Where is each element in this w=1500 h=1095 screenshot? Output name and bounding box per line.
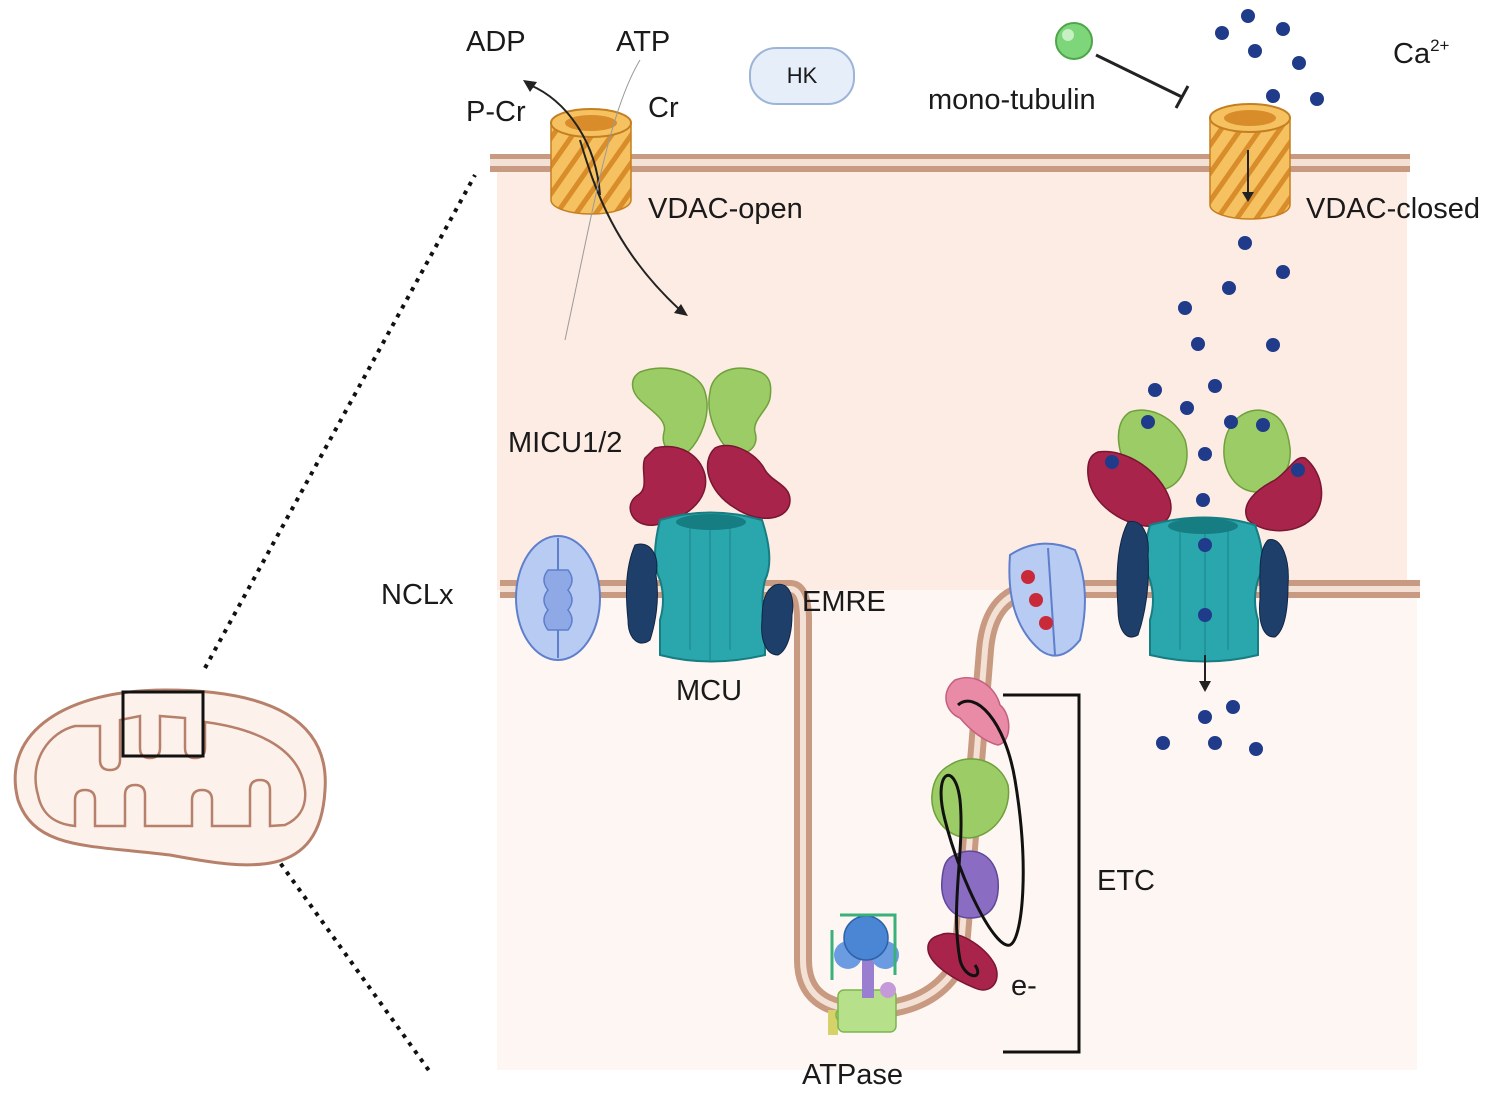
etc-complex-iv: [941, 850, 999, 919]
cr-label: Cr: [648, 92, 679, 124]
nclx-exchanger-left: [515, 535, 601, 661]
vdac-open-flux-arrows: [523, 59, 688, 341]
calcium-ions: [1105, 9, 1324, 756]
etc-label: ETC: [1097, 865, 1155, 897]
atp-label: ATP: [616, 26, 671, 58]
nclx-label: NCLx: [381, 579, 454, 611]
mono-tubulin-label: mono-tubulin: [928, 84, 1096, 116]
etc-bracket: [1003, 693, 1081, 1054]
emre-subunits: [625, 543, 794, 656]
atp-synthase: [828, 913, 899, 1035]
mcu-complex-right: [1087, 409, 1323, 692]
zoom-line-top: [203, 174, 477, 669]
micu-label: MICU1/2: [508, 427, 623, 459]
cytochrome-c: [927, 932, 998, 991]
mcu-pore-right: [1144, 516, 1264, 663]
atpase-label: ATPase: [802, 1059, 904, 1091]
zoom-line-bottom: [203, 756, 432, 1074]
emre-label: EMRE: [802, 586, 886, 618]
nclx-exchanger-right: [1008, 542, 1086, 657]
mitochondrion: [13, 688, 327, 867]
micu-red-subunits: [629, 444, 791, 526]
etc-complex-i: [945, 676, 1010, 746]
calcium-label: Ca2+: [1393, 36, 1450, 70]
vdac-open-channel: [550, 108, 632, 215]
electron-transport-path: [939, 699, 1025, 978]
etc-complex-iii: [931, 758, 1010, 839]
calcium-charge: 2+: [1430, 36, 1450, 55]
vdac-closed-channel: [1209, 103, 1291, 220]
micu-red-subunits-right: [1087, 450, 1323, 532]
electron-label: e-: [1011, 970, 1037, 1002]
hexokinase-label: HK: [749, 47, 855, 105]
mono-tubulin-molecule: [1055, 22, 1093, 60]
mcu-complex-left: [625, 367, 794, 663]
etc-complexes: [927, 676, 1025, 991]
outer-membrane: [490, 154, 1410, 172]
mcu-label: MCU: [676, 675, 743, 707]
mcu-pore: [654, 511, 771, 663]
p-cr-label: P-Cr: [466, 96, 526, 128]
zoom-box: [121, 690, 205, 758]
vdac-closed-label: VDAC-closed: [1306, 193, 1481, 225]
tubulin-inhibition-line: [1095, 53, 1190, 109]
micu-green-subunits: [631, 367, 772, 455]
emre-subunits-right: [1116, 520, 1289, 638]
adp-label: ADP: [466, 26, 526, 58]
vdac-open-label: VDAC-open: [648, 193, 803, 225]
